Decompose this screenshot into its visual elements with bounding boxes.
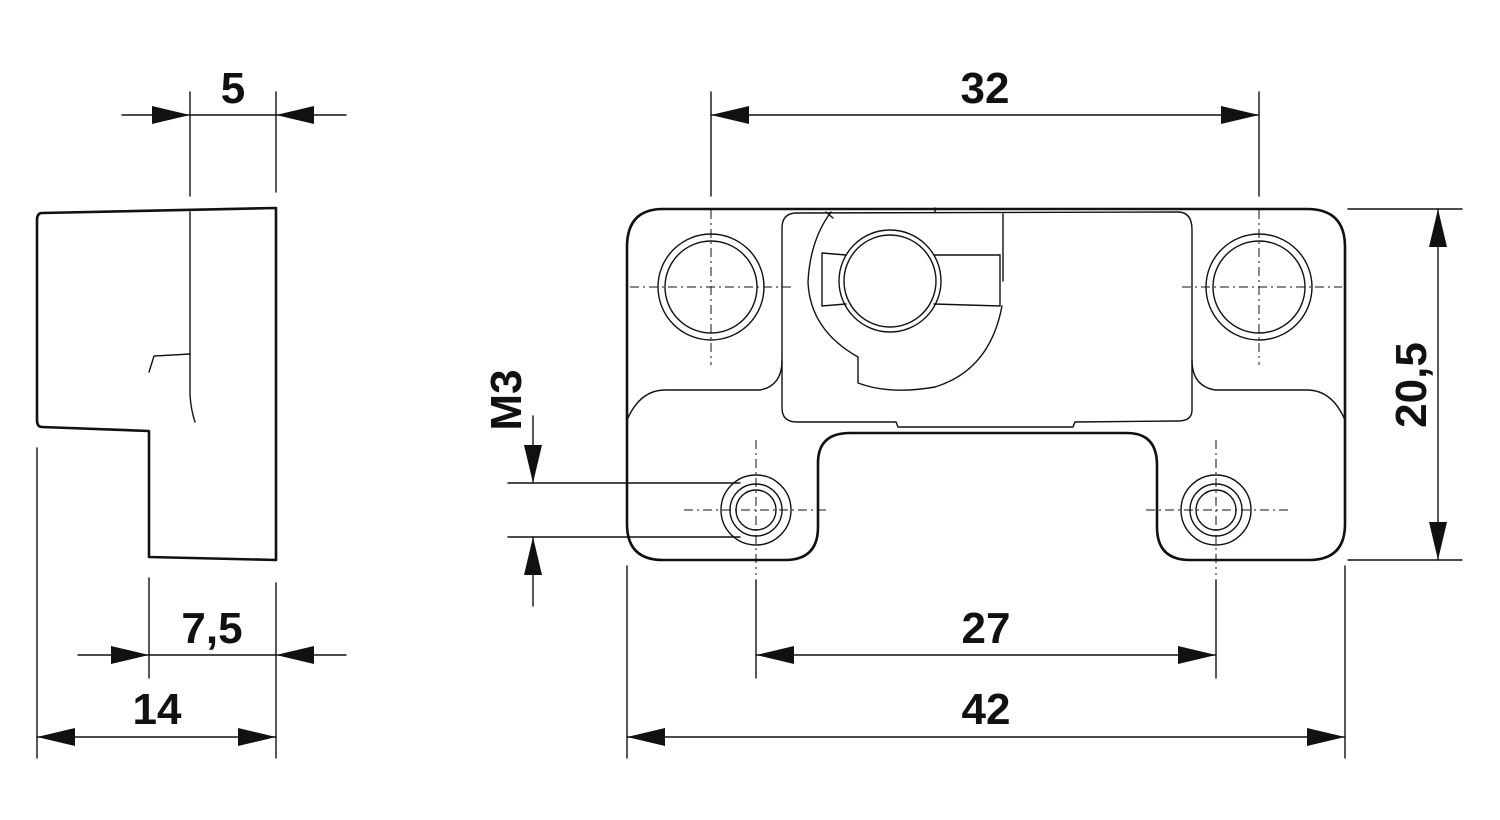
dimension-label: 42: [962, 685, 1011, 734]
dimension-27: 27: [755, 604, 1217, 664]
dimension-label: M3: [482, 369, 531, 430]
dimension-32: 32: [710, 64, 1260, 124]
dimension-5: 5: [121, 64, 347, 124]
dimension-label: 14: [133, 685, 182, 734]
cam-outline: [807, 211, 1003, 391]
dimension-label: 7,5: [181, 604, 242, 653]
dimension-m3: M3: [482, 369, 542, 607]
key-slot: [821, 252, 1001, 307]
dimension-label: 5: [221, 64, 245, 113]
left-ledge: [626, 359, 783, 421]
side-view: 5 7,5 14: [35, 64, 347, 759]
cam-center-ring: [838, 229, 942, 333]
dimension-label: 20,5: [1387, 342, 1436, 428]
cam-center-ring-inner: [843, 234, 937, 328]
side-view-inner-edge: [189, 211, 196, 423]
dimension-20-5: 20,5: [1387, 208, 1447, 561]
dimension-7-5: 7,5: [77, 604, 347, 664]
recess-outline: [781, 211, 1193, 428]
dimension-label: 32: [961, 64, 1010, 113]
dimension-42: 42: [626, 685, 1346, 746]
right-ledge: [1191, 359, 1346, 421]
plate-outline: [625, 207, 1347, 562]
dimension-14: 14: [36, 685, 277, 746]
side-view-step-edge: [148, 353, 191, 373]
side-view-outline: [35, 206, 278, 562]
center-lines: [630, 210, 1342, 575]
dimension-label: 27: [962, 604, 1011, 653]
front-view: 32 20,5 M3 27 42: [482, 64, 1463, 759]
